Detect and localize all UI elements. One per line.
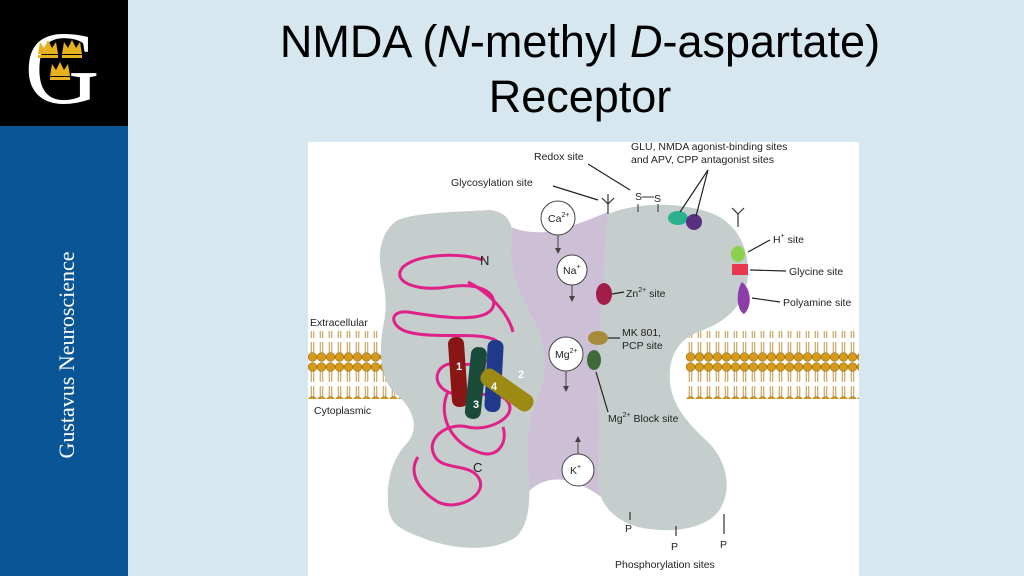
ion-na: Na+ (556, 254, 588, 302)
cytoplasmic-label: Cytoplasmic (314, 405, 371, 417)
leader-lines (552, 163, 787, 413)
c-terminus-label: C (473, 460, 482, 475)
nmda-receptor-diagram: 1 3 4 2 S S Ca2+ Na+ Mg2+ K (308, 142, 859, 576)
h-site-marker (731, 246, 745, 262)
svg-text:Ca2+: Ca2+ (548, 212, 569, 225)
svg-text:Na+: Na+ (563, 264, 581, 277)
sidebar: G Gustavus Neuroscience (0, 0, 128, 576)
polyamine-label: Polyamine site (783, 297, 851, 309)
ion-mg: Mg2+ (548, 336, 584, 392)
mg-block-label: Mg2+ Block site (608, 412, 679, 425)
redox-label: Redox site (534, 151, 584, 163)
slide-title: NMDA (N-methyl D-aspartate) Receptor (150, 14, 1010, 124)
helix-label: 2 (518, 369, 524, 381)
helix-label: 1 (456, 361, 462, 373)
mk801-label-line2: PCP site (622, 340, 663, 352)
p-label: P (671, 541, 678, 553)
glycine-label: Glycine site (789, 266, 843, 278)
logo-g-crowns-icon: G (24, 11, 99, 126)
glycosylation-marks (601, 194, 745, 227)
helix-label: 3 (473, 399, 479, 411)
p-label: P (720, 539, 727, 551)
svg-text:K+: K+ (570, 464, 581, 477)
mk801-label-line1: MK 801, (622, 327, 661, 339)
polyamine-site-marker (737, 282, 750, 314)
p-label: P (625, 523, 632, 535)
glycine-site-marker (732, 264, 748, 275)
s-label: S (635, 191, 642, 203)
gustavus-logo: G (0, 0, 128, 126)
n-terminus-label: N (480, 253, 489, 268)
ion-k: K+ (561, 436, 595, 487)
glu-binding-site (668, 211, 688, 225)
mg-block-site-marker (587, 350, 601, 370)
phosphorylation-label: Phosphorylation sites (615, 559, 715, 571)
extracellular-label: Extracellular (310, 317, 368, 329)
disulfide-marks (637, 196, 659, 212)
zn-site-label: Zn2+ site (626, 287, 666, 300)
svg-text:Gustavus Neuroscience: Gustavus Neuroscience (54, 251, 79, 458)
glu-label-line2: and APV, CPP antagonist sites (631, 154, 774, 166)
glycosylation-label: Glycosylation site (451, 177, 533, 189)
sidebar-vertical-text: Gustavus Neuroscience (44, 210, 84, 500)
zn-site-marker (596, 283, 612, 305)
phosphorylation-marks (629, 512, 725, 536)
transmembrane-helices: 1 3 4 2 (448, 336, 534, 419)
h-site-label: H+ site (773, 233, 804, 246)
right-subunit (597, 204, 748, 531)
helix-label: 4 (491, 381, 498, 393)
s-label: S (654, 193, 661, 205)
membrane-right (686, 331, 859, 399)
glu-label-line1: GLU, NMDA agonist-binding sites (631, 142, 787, 153)
ion-ca: Ca2+ (540, 200, 576, 254)
nmda-binding-site (686, 214, 702, 230)
mk801-site-marker (588, 331, 608, 345)
svg-text:Mg2+: Mg2+ (555, 348, 578, 361)
slide-title-line2: Receptor (488, 71, 672, 122)
